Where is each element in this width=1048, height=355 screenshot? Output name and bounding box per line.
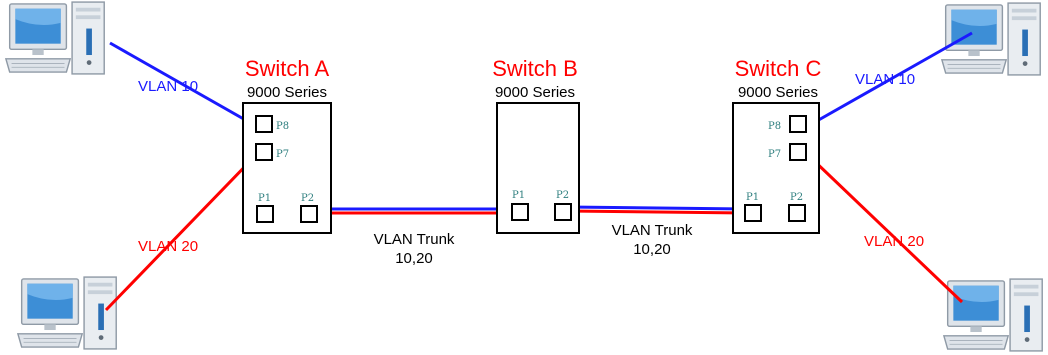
- switch-a-port-p7-label: P7: [276, 149, 289, 160]
- computer-bottom-left: [17, 276, 117, 350]
- trunk-link-b-c: [567, 205, 747, 215]
- switch-b: Switch B 9000 Series P1 P2: [492, 56, 580, 234]
- trunk-bc-label: VLAN Trunk: [612, 222, 693, 239]
- computer-bottom-right: [943, 278, 1043, 352]
- switch-a-series: 9000 Series: [247, 84, 327, 101]
- switch-c-port-p1: [744, 204, 762, 222]
- switch-c-port-p8: [789, 115, 807, 133]
- switch-c-port-p2-label: P2: [790, 192, 803, 203]
- switch-b-series: 9000 Series: [495, 84, 575, 101]
- vlan10-label-left: VLAN 10: [138, 78, 198, 95]
- switch-c-port-p7-label: P7: [768, 149, 781, 160]
- switch-b-port-p2-label: P2: [556, 190, 569, 201]
- desktop-computer-icon: [5, 1, 105, 75]
- switch-b-name: Switch B: [492, 56, 578, 81]
- link-a-vlan10: [109, 41, 257, 128]
- switch-a-port-p8: [255, 115, 273, 133]
- switch-c-port-p2: [788, 204, 806, 222]
- vlan10-label-right: VLAN 10: [855, 71, 915, 88]
- switch-a-port-p7: [255, 143, 273, 161]
- trunk-link-a-b: [318, 207, 514, 215]
- link-c-vlan20: [806, 153, 964, 304]
- trunk-ab-vlans: 10,20: [395, 250, 433, 267]
- switch-c: Switch C 9000 Series P8 P7 P1 P2: [732, 56, 822, 234]
- desktop-computer-icon: [17, 276, 117, 350]
- switch-b-port-p2: [554, 203, 572, 221]
- switch-a-port-p2-label: P2: [301, 193, 314, 204]
- switch-c-port-p1-label: P1: [746, 192, 759, 203]
- desktop-computer-icon: [941, 2, 1041, 76]
- switch-a-name: Switch A: [245, 56, 330, 81]
- switch-a-port-p2: [300, 205, 318, 223]
- vlan20-label-left: VLAN 20: [138, 238, 198, 255]
- switch-c-port-p7: [789, 143, 807, 161]
- switch-b-port-p1-label: P1: [512, 190, 525, 201]
- computer-top-left: [5, 1, 105, 75]
- switch-c-name: Switch C: [735, 56, 822, 81]
- switch-c-port-p8-label: P8: [768, 121, 781, 132]
- switch-c-series: 9000 Series: [738, 84, 818, 101]
- link-c-vlan10: [807, 31, 973, 128]
- switch-a-port-p1-label: P1: [258, 193, 271, 204]
- switch-a-port-p1: [256, 205, 274, 223]
- switch-a: Switch A 9000 Series P8 P7 P1 P2: [242, 56, 332, 234]
- trunk-ab-label: VLAN Trunk: [374, 231, 455, 248]
- link-a-vlan20: [104, 153, 258, 312]
- computer-top-right: [941, 2, 1041, 76]
- vlan20-label-right: VLAN 20: [864, 233, 924, 250]
- switch-b-port-p1: [511, 203, 529, 221]
- switch-a-port-p8-label: P8: [276, 121, 289, 132]
- trunk-bc-vlans: 10,20: [633, 241, 671, 258]
- desktop-computer-icon: [943, 278, 1043, 352]
